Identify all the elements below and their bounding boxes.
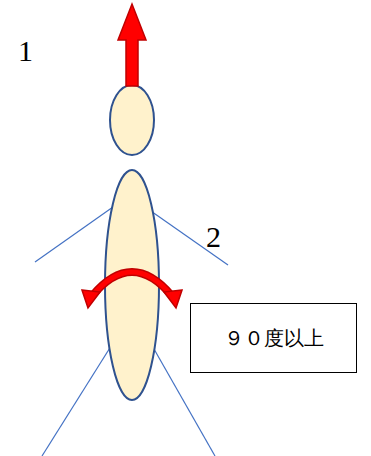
head-ellipse: [110, 85, 154, 155]
arrow-head: [82, 290, 100, 308]
body-ellipse: [105, 170, 159, 400]
rotation-arrow: [92, 272, 172, 296]
callout-number: 2: [206, 222, 221, 252]
up-arrow: [118, 4, 146, 86]
box-text: ９０度以上: [224, 325, 324, 352]
leg-line: [42, 335, 118, 456]
callout-number: 1: [18, 36, 33, 66]
rotation-arrow: [92, 272, 172, 296]
arrow-head: [164, 290, 182, 308]
note-box: ９０度以上: [190, 303, 357, 373]
